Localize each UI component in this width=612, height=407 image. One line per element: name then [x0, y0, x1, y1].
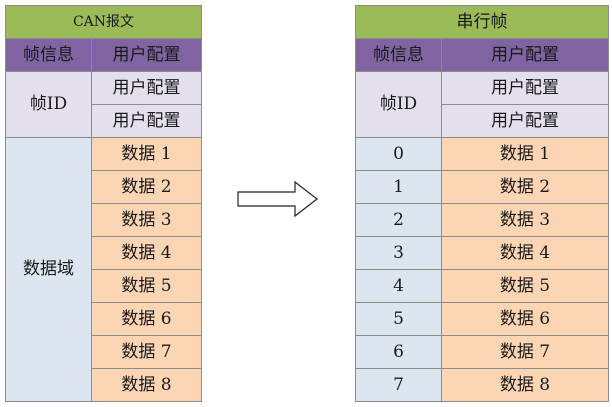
serial-byte-index: 5 — [355, 302, 442, 336]
serial-frame-id-label: 帧ID — [355, 71, 442, 138]
serial-byte-index: 6 — [355, 335, 442, 369]
can-data-field-label: 数据域 — [5, 137, 92, 402]
serial-byte-index: 1 — [355, 170, 442, 204]
serial-byte-index: 0 — [355, 137, 442, 171]
serial-frame-info-label: 帧信息 — [355, 38, 442, 72]
can-data-byte-3: 数据 3 — [90, 203, 203, 237]
serial-byte-index: 2 — [355, 203, 442, 237]
serial-byte-index: 7 — [355, 368, 442, 402]
serial-byte-value: 数据 1 — [441, 137, 609, 171]
serial-frame-table: 串行帧 帧信息 用户配置 帧ID 用户配置 用户配置 0 数据 1 1 数据 2… — [355, 5, 609, 402]
can-message-table: CAN报文 帧信息 用户配置 帧ID 用户配置 用户配置 数据域 数据 1 数据… — [4, 5, 203, 402]
can-data-byte-8: 数据 8 — [90, 368, 203, 402]
can-data-byte-7: 数据 7 — [90, 335, 203, 369]
can-data-byte-5: 数据 5 — [90, 269, 203, 303]
serial-byte-value: 数据 4 — [441, 236, 609, 270]
serial-byte-index: 4 — [355, 269, 442, 303]
serial-byte-value: 数据 2 — [441, 170, 609, 204]
right-arrow-icon — [237, 180, 318, 218]
can-data-byte-2: 数据 2 — [90, 170, 203, 204]
serial-byte-value: 数据 6 — [441, 302, 609, 336]
serial-byte-index: 3 — [355, 236, 442, 270]
can-frame-info-label: 帧信息 — [5, 38, 92, 72]
can-frame-info-value: 用户配置 — [90, 38, 203, 72]
serial-byte-value: 数据 8 — [441, 368, 609, 402]
serial-byte-value: 数据 5 — [441, 269, 609, 303]
can-data-byte-6: 数据 6 — [90, 302, 203, 336]
can-frame-id-label: 帧ID — [5, 71, 92, 138]
serial-frame-id-value-2: 用户配置 — [441, 104, 609, 138]
can-data-byte-4: 数据 4 — [90, 236, 203, 270]
can-table-title: CAN报文 — [4, 5, 203, 39]
serial-byte-value: 数据 7 — [441, 335, 609, 369]
serial-frame-id-value-1: 用户配置 — [441, 71, 609, 105]
serial-frame-info-value: 用户配置 — [441, 38, 609, 72]
can-data-byte-1: 数据 1 — [90, 137, 203, 171]
serial-table-title: 串行帧 — [355, 5, 609, 39]
can-frame-id-value-1: 用户配置 — [90, 71, 203, 105]
can-frame-id-value-2: 用户配置 — [90, 104, 203, 138]
serial-byte-value: 数据 3 — [441, 203, 609, 237]
